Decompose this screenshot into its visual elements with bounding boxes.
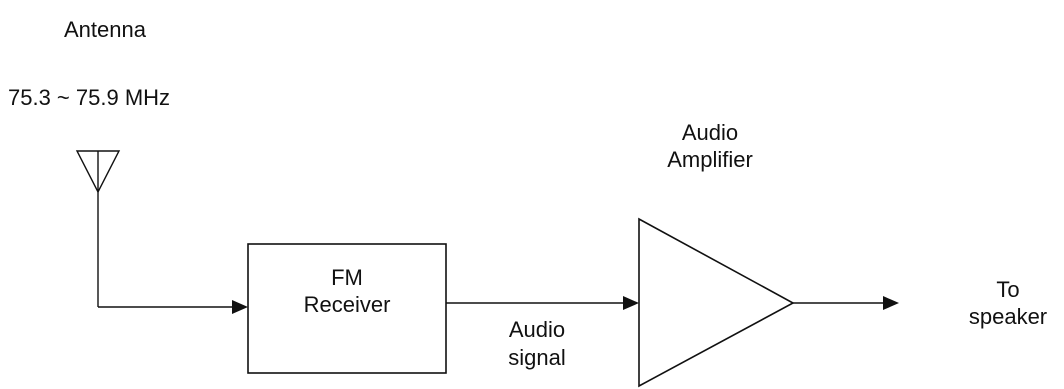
fm-receiver-box	[247, 243, 447, 374]
audio-amplifier-triangle	[638, 217, 795, 388]
fm-receiver-label-line1: FM	[331, 265, 363, 290]
antenna-to-receiver-arrow	[98, 300, 248, 314]
frequency-label: 75.3 ~ 75.9 MHz	[8, 85, 171, 110]
audio-signal-label-line1: Audio	[508, 317, 566, 342]
amplifier-to-speaker-arrow	[793, 296, 899, 310]
receiver-to-amplifier-arrow	[446, 296, 639, 310]
speaker-label-line2: speaker	[968, 304, 1048, 329]
antenna-icon	[75, 150, 121, 307]
fm-receiver-label-line2: Receiver	[303, 292, 391, 317]
audio-amplifier-label-line1: Audio	[681, 120, 739, 145]
audio-signal-label-line2: signal	[508, 345, 566, 370]
audio-amplifier-label-line2: Amplifier	[667, 147, 753, 172]
speaker-label-line1: To	[996, 277, 1020, 302]
antenna-label: Antenna	[64, 17, 146, 42]
